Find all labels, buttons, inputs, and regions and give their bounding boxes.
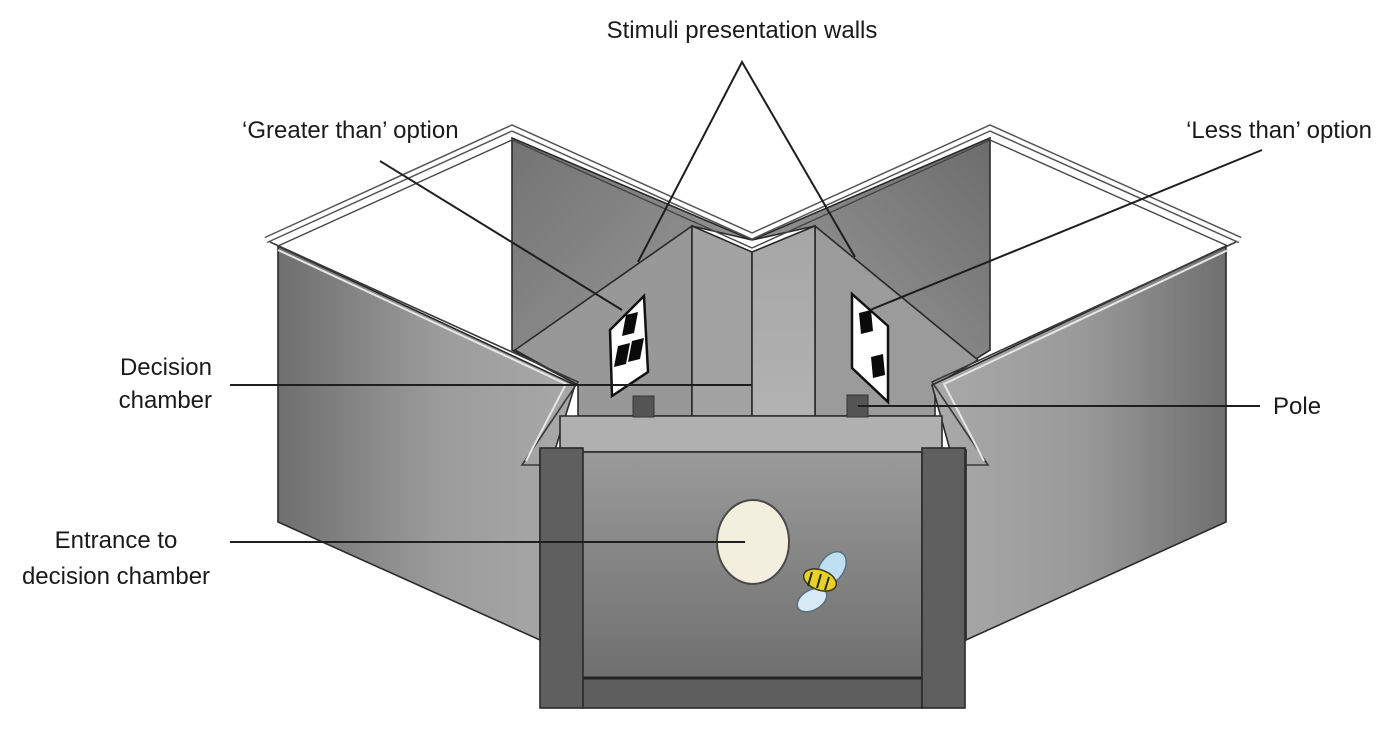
label-entrance-1: Entrance to <box>55 527 178 554</box>
left-post <box>539 447 584 709</box>
stimulus-square <box>622 312 638 336</box>
left-arm-floor <box>270 135 578 385</box>
entrance-wall-base <box>581 677 923 709</box>
label-decision-chamber-1: Decision <box>120 354 212 381</box>
right-post <box>921 447 966 709</box>
leader-greater-than <box>379 160 623 311</box>
label-pole: Pole <box>1273 393 1321 420</box>
label-stimuli-walls: Stimuli presentation walls <box>607 17 878 44</box>
center-partition-right <box>751 224 816 417</box>
label-decision-chamber-2: chamber <box>119 387 212 414</box>
bee-icon <box>796 550 848 613</box>
leader-stimuli-walls <box>637 59 856 263</box>
leader-less-than <box>869 149 1263 311</box>
stimulus-card-less-than <box>850 291 890 405</box>
stimulus-squares-less <box>859 310 885 378</box>
label-less-than: ‘Less than’ option <box>1186 117 1372 144</box>
decision-chamber-floor <box>559 415 943 453</box>
pole-left <box>632 395 655 418</box>
stimulus-square <box>614 343 630 367</box>
right-arm-floor <box>935 135 1238 385</box>
center-partition-left <box>691 224 753 417</box>
stimulus-squares-greater <box>614 312 644 367</box>
stimulus-square <box>628 338 644 362</box>
stimulus-square <box>871 354 885 378</box>
right-outer-wall <box>931 244 1227 642</box>
stimulus-card-greater-than <box>608 293 650 399</box>
label-greater-than: ‘Greater than’ option <box>242 117 459 144</box>
label-entrance-2: decision chamber <box>22 563 210 590</box>
stimulus-square <box>859 310 873 334</box>
